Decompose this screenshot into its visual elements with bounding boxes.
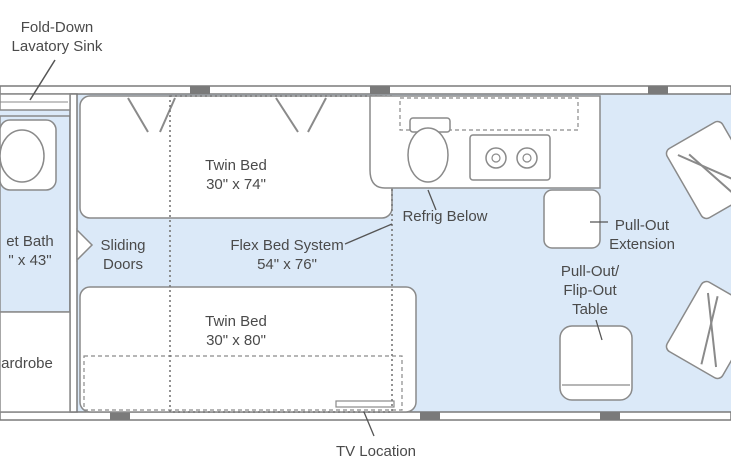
wardrobe-cabinet	[0, 311, 71, 413]
flex-bed-outline	[169, 95, 393, 413]
window-bottom-1	[110, 412, 130, 420]
refrig-below-label: Refrig Below	[396, 207, 494, 226]
top-wall	[0, 85, 731, 95]
pull-out-extension-box	[543, 189, 601, 249]
twin-bed-bottom-label: Twin Bed 30" x 80"	[186, 312, 286, 350]
sink-pointer	[29, 59, 56, 101]
twin-bed-top-size: 30" x 74"	[206, 176, 266, 193]
leader-lines	[344, 189, 608, 437]
pull-out-table-label: Pull-Out/ Flip-Out Table	[552, 262, 628, 319]
window-top-1	[190, 86, 210, 94]
refrig-below-text: Refrig Below	[402, 208, 488, 225]
sliding-doors-label-line2: Doors	[102, 256, 143, 273]
flex-bed-size: 54" x 76"	[257, 256, 317, 273]
twin-bed-top-label: Twin Bed 30" x 74"	[186, 156, 286, 194]
twin-bed-bottom-name: Twin Bed	[205, 313, 267, 330]
fold-down-sink-label: Fold-Down Lavatory Sink	[7, 18, 107, 56]
flex-bed-name: Flex Bed System	[230, 237, 344, 254]
stove-icon	[469, 134, 551, 181]
pull-out-table-box	[559, 325, 633, 401]
window-top-3	[648, 86, 668, 94]
twin-bed-top-name: Twin Bed	[205, 157, 267, 174]
pull-out-extension-line1: Pull-Out	[614, 217, 670, 234]
galley-toilet-icon	[407, 117, 451, 183]
wet-bath-label-line1: et Bath	[6, 233, 54, 250]
bed-storage-dashed	[83, 355, 403, 411]
sliding-door-marker	[76, 228, 94, 262]
tv-mount	[335, 400, 395, 408]
window-top-2	[370, 86, 390, 94]
toilet-icon	[0, 119, 57, 191]
sliding-doors-label: Sliding Doors	[94, 236, 152, 274]
wardrobe-label-text: ardrobe	[1, 355, 53, 372]
wardrobe-label: ardrobe	[0, 354, 54, 373]
window-bottom-2	[420, 412, 440, 420]
window-bottom-3	[600, 412, 620, 420]
tv-location-text: TV Location	[335, 443, 417, 460]
fold-down-sink-label-line2: Lavatory Sink	[11, 38, 103, 55]
bath-partition-wall	[69, 93, 78, 413]
pull-out-table-line3: Table	[572, 301, 608, 318]
pull-out-extension-line2: Extension	[609, 236, 675, 253]
tv-location-label: TV Location	[326, 442, 426, 461]
pull-out-extension-label: Pull-Out Extension	[604, 216, 680, 254]
fold-down-sink-label-line1: Fold-Down	[20, 19, 94, 36]
twin-bed-bottom-size: 30" x 80"	[206, 332, 266, 349]
front-seat-top	[665, 120, 731, 220]
sliding-doors-label-line1: Sliding	[100, 237, 146, 254]
pull-out-table-line2: Flip-Out	[563, 282, 617, 299]
bed-hinges-top	[127, 97, 327, 133]
pull-out-table-line1: Pull-Out/	[560, 263, 620, 280]
front-seat-bottom	[665, 280, 731, 380]
wet-bath-label-line2: " x 43"	[8, 252, 52, 269]
flex-bed-label: Flex Bed System 54" x 76"	[222, 236, 352, 274]
wet-bath-label: et Bath " x 43"	[0, 232, 60, 270]
